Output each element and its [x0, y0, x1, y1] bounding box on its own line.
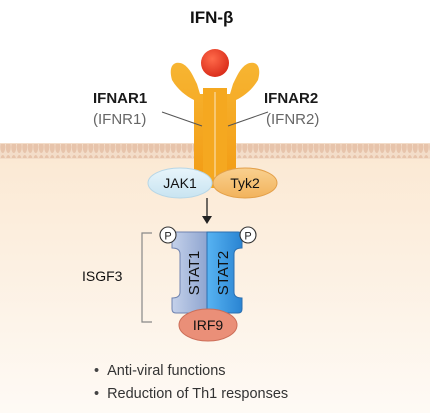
isgf3-label: ISGF3	[82, 268, 123, 284]
phospho-right-icon	[239, 226, 257, 244]
outcome-list: Anti-viral functions Reduction of Th1 re…	[94, 360, 288, 406]
phospho-right-label: P	[244, 231, 251, 243]
receptor-complex	[170, 62, 260, 190]
stat2-label: STAT2	[215, 251, 232, 295]
phospho-left-icon	[159, 226, 177, 244]
ifnar1-label: IFNAR1	[93, 90, 148, 107]
jak1-label: JAK1	[163, 175, 197, 191]
ifnar2-alias: (IFNR2)	[266, 111, 320, 128]
ifnar1-alias: (IFNR1)	[93, 111, 147, 128]
outcome-item: Reduction of Th1 responses	[94, 383, 288, 406]
irf9-label: IRF9	[193, 317, 224, 333]
tyk2-kinase	[212, 167, 278, 199]
ifnar2-label: IFNAR2	[264, 90, 319, 107]
isgf3-bracket	[141, 232, 152, 323]
tyk2-label: Tyk2	[230, 175, 260, 191]
stat1-label: STAT1	[186, 251, 203, 295]
jak1-kinase	[147, 167, 213, 199]
ligand-title: IFN-β	[190, 8, 234, 27]
outcome-item: Anti-viral functions	[94, 360, 288, 383]
irf9-protein	[178, 308, 238, 342]
ifn-beta-ligand	[201, 49, 229, 77]
phospho-left-label: P	[164, 231, 171, 243]
